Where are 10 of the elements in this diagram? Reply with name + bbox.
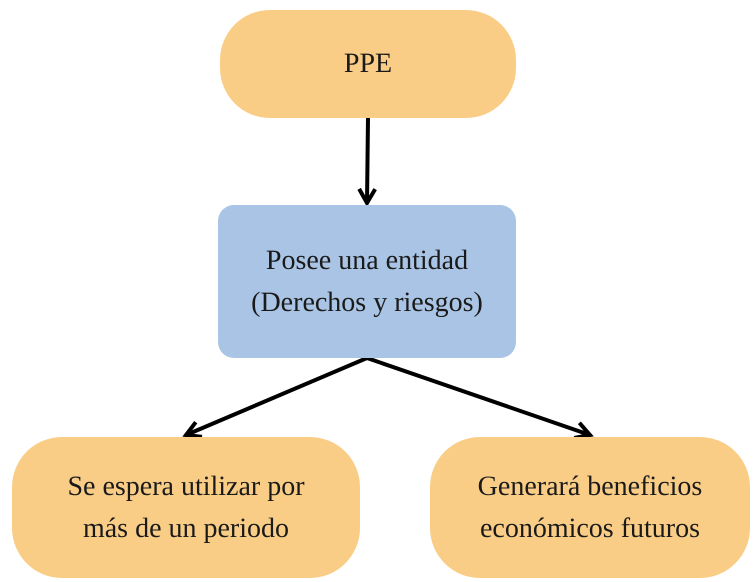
arrow (366, 356, 592, 440)
node-label: Se espera utilizar por más de un periodo (66, 470, 306, 546)
arrow (357, 118, 378, 205)
node-label: Posee una entidad (Derechos y riesgos) (250, 244, 484, 320)
node-label: PPE (344, 47, 392, 81)
node-label: Generará beneficios económicos futuros (476, 470, 704, 546)
process-box (218, 205, 516, 358)
rounded-node (430, 437, 750, 578)
rounded-node (12, 437, 360, 578)
arrow (184, 356, 368, 439)
